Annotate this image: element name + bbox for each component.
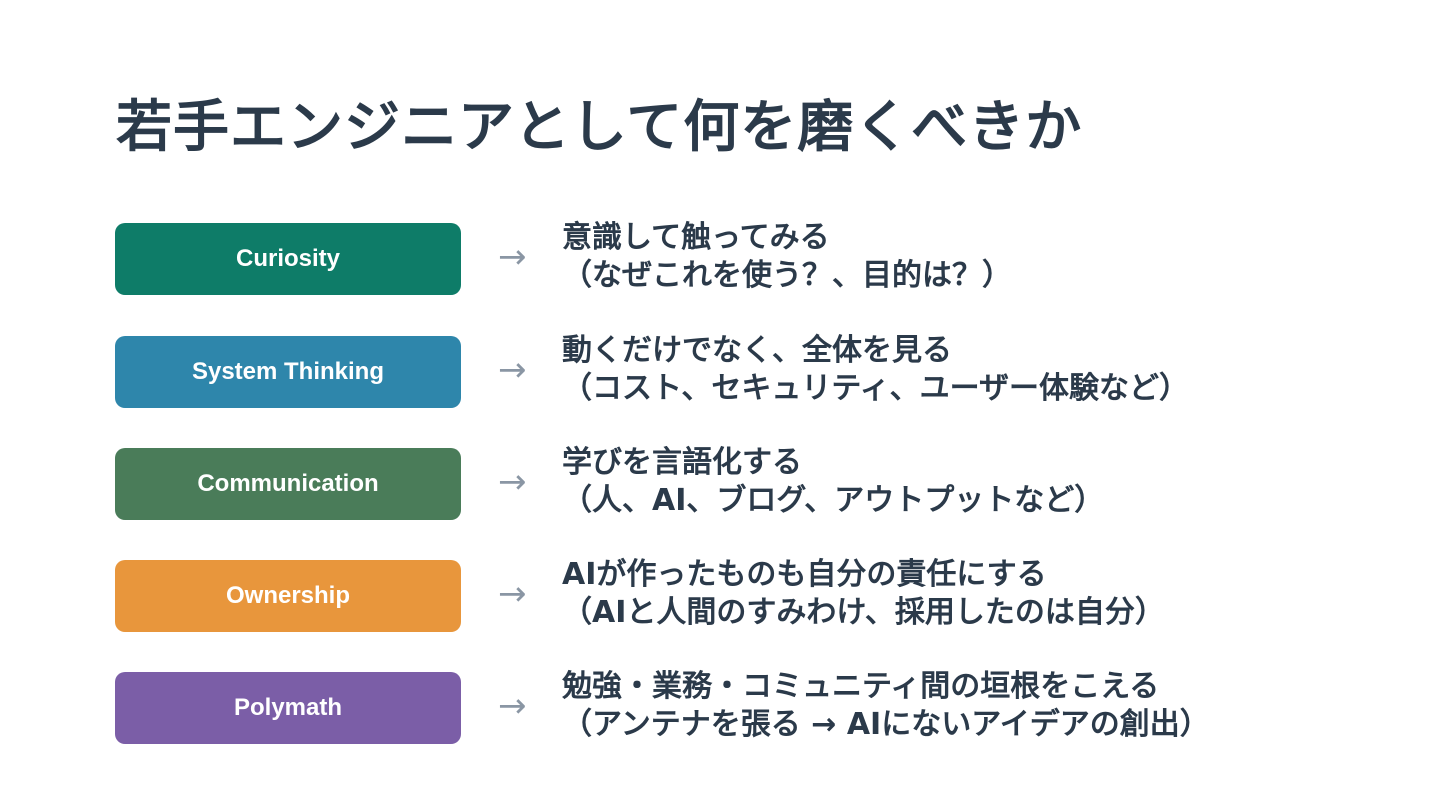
skill-description: 学びを言語化する （人、AI、ブログ、アウトプットなど）	[562, 444, 1104, 520]
skill-row-system-thinking: System Thinking → 動くだけでなく、全体を見る （コスト、セキュ…	[0, 332, 1440, 412]
description-line-2: （コスト、セキュリティ、ユーザー体験など）	[562, 371, 1189, 406]
skill-pill-communication: Communication	[115, 448, 461, 520]
skill-description: AIが作ったものも自分の責任にする （AIと人間のすみわけ、採用したのは自分）	[562, 556, 1165, 632]
skill-pill-ownership: Ownership	[115, 560, 461, 632]
description-line-1: AIが作ったものも自分の責任にする	[562, 557, 1047, 592]
arrow-icon: →	[498, 350, 527, 390]
skill-row-communication: Communication → 学びを言語化する （人、AI、ブログ、アウトプッ…	[0, 444, 1440, 524]
description-line-1: 学びを言語化する	[562, 445, 802, 480]
arrow-icon: →	[498, 237, 527, 277]
description-line-1: 動くだけでなく、全体を見る	[562, 333, 952, 368]
description-line-2: （AIと人間のすみわけ、採用したのは自分）	[562, 595, 1165, 630]
skill-pill-curiosity: Curiosity	[115, 223, 461, 295]
description-line-2: （なぜこれを使う？、目的は？）	[562, 258, 1012, 293]
description-line-1: 勉強・業務・コミュニティ間の垣根をこえる	[562, 669, 1160, 704]
skill-pill-system-thinking: System Thinking	[115, 336, 461, 408]
skill-row-ownership: Ownership → AIが作ったものも自分の責任にする （AIと人間のすみわ…	[0, 556, 1440, 636]
arrow-icon: →	[498, 462, 527, 502]
description-line-1: 意識して触ってみる	[562, 220, 830, 255]
skill-row-polymath: Polymath → 勉強・業務・コミュニティ間の垣根をこえる （アンテナを張る…	[0, 668, 1440, 748]
skill-description: 動くだけでなく、全体を見る （コスト、セキュリティ、ユーザー体験など）	[562, 332, 1189, 408]
skill-description: 勉強・業務・コミュニティ間の垣根をこえる （アンテナを張る → AIにないアイデ…	[562, 668, 1210, 744]
description-line-2: （アンテナを張る → AIにないアイデアの創出）	[562, 707, 1210, 742]
skill-pill-polymath: Polymath	[115, 672, 461, 744]
slide-title: 若手エンジニアとして何を磨くべきか	[116, 95, 1083, 160]
arrow-icon: →	[498, 574, 527, 614]
skill-description: 意識して触ってみる （なぜこれを使う？、目的は？）	[562, 219, 1012, 295]
arrow-icon: →	[498, 686, 527, 726]
description-line-2: （人、AI、ブログ、アウトプットなど）	[562, 483, 1105, 518]
skill-row-curiosity: Curiosity → 意識して触ってみる （なぜこれを使う？、目的は？）	[0, 219, 1440, 299]
